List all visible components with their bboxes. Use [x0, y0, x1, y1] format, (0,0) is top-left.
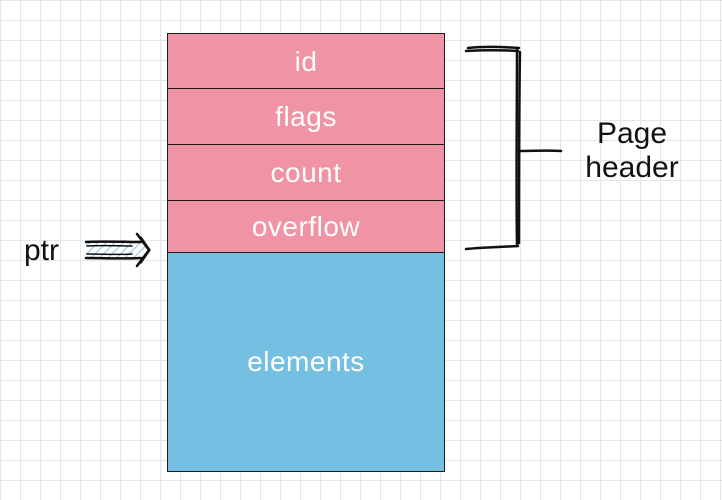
page-header-label-line1: Page [596, 117, 668, 150]
page-header-label: Page header [562, 117, 702, 185]
field-id: id [167, 33, 445, 90]
elements-label: elements [247, 346, 365, 377]
page-header-bracket [464, 45, 563, 251]
elements-block: elements [167, 252, 445, 472]
page-header-label-line2: header [585, 151, 679, 184]
field-flags: flags [167, 88, 445, 146]
pointer-arrow [84, 232, 151, 268]
field-id-label: id [294, 45, 318, 77]
field-flags-label: flags [275, 101, 337, 132]
field-overflow-label: overflow [251, 211, 361, 242]
pointer-label: ptr [24, 234, 60, 267]
field-count-label: count [270, 157, 342, 188]
field-count: count [167, 144, 445, 202]
